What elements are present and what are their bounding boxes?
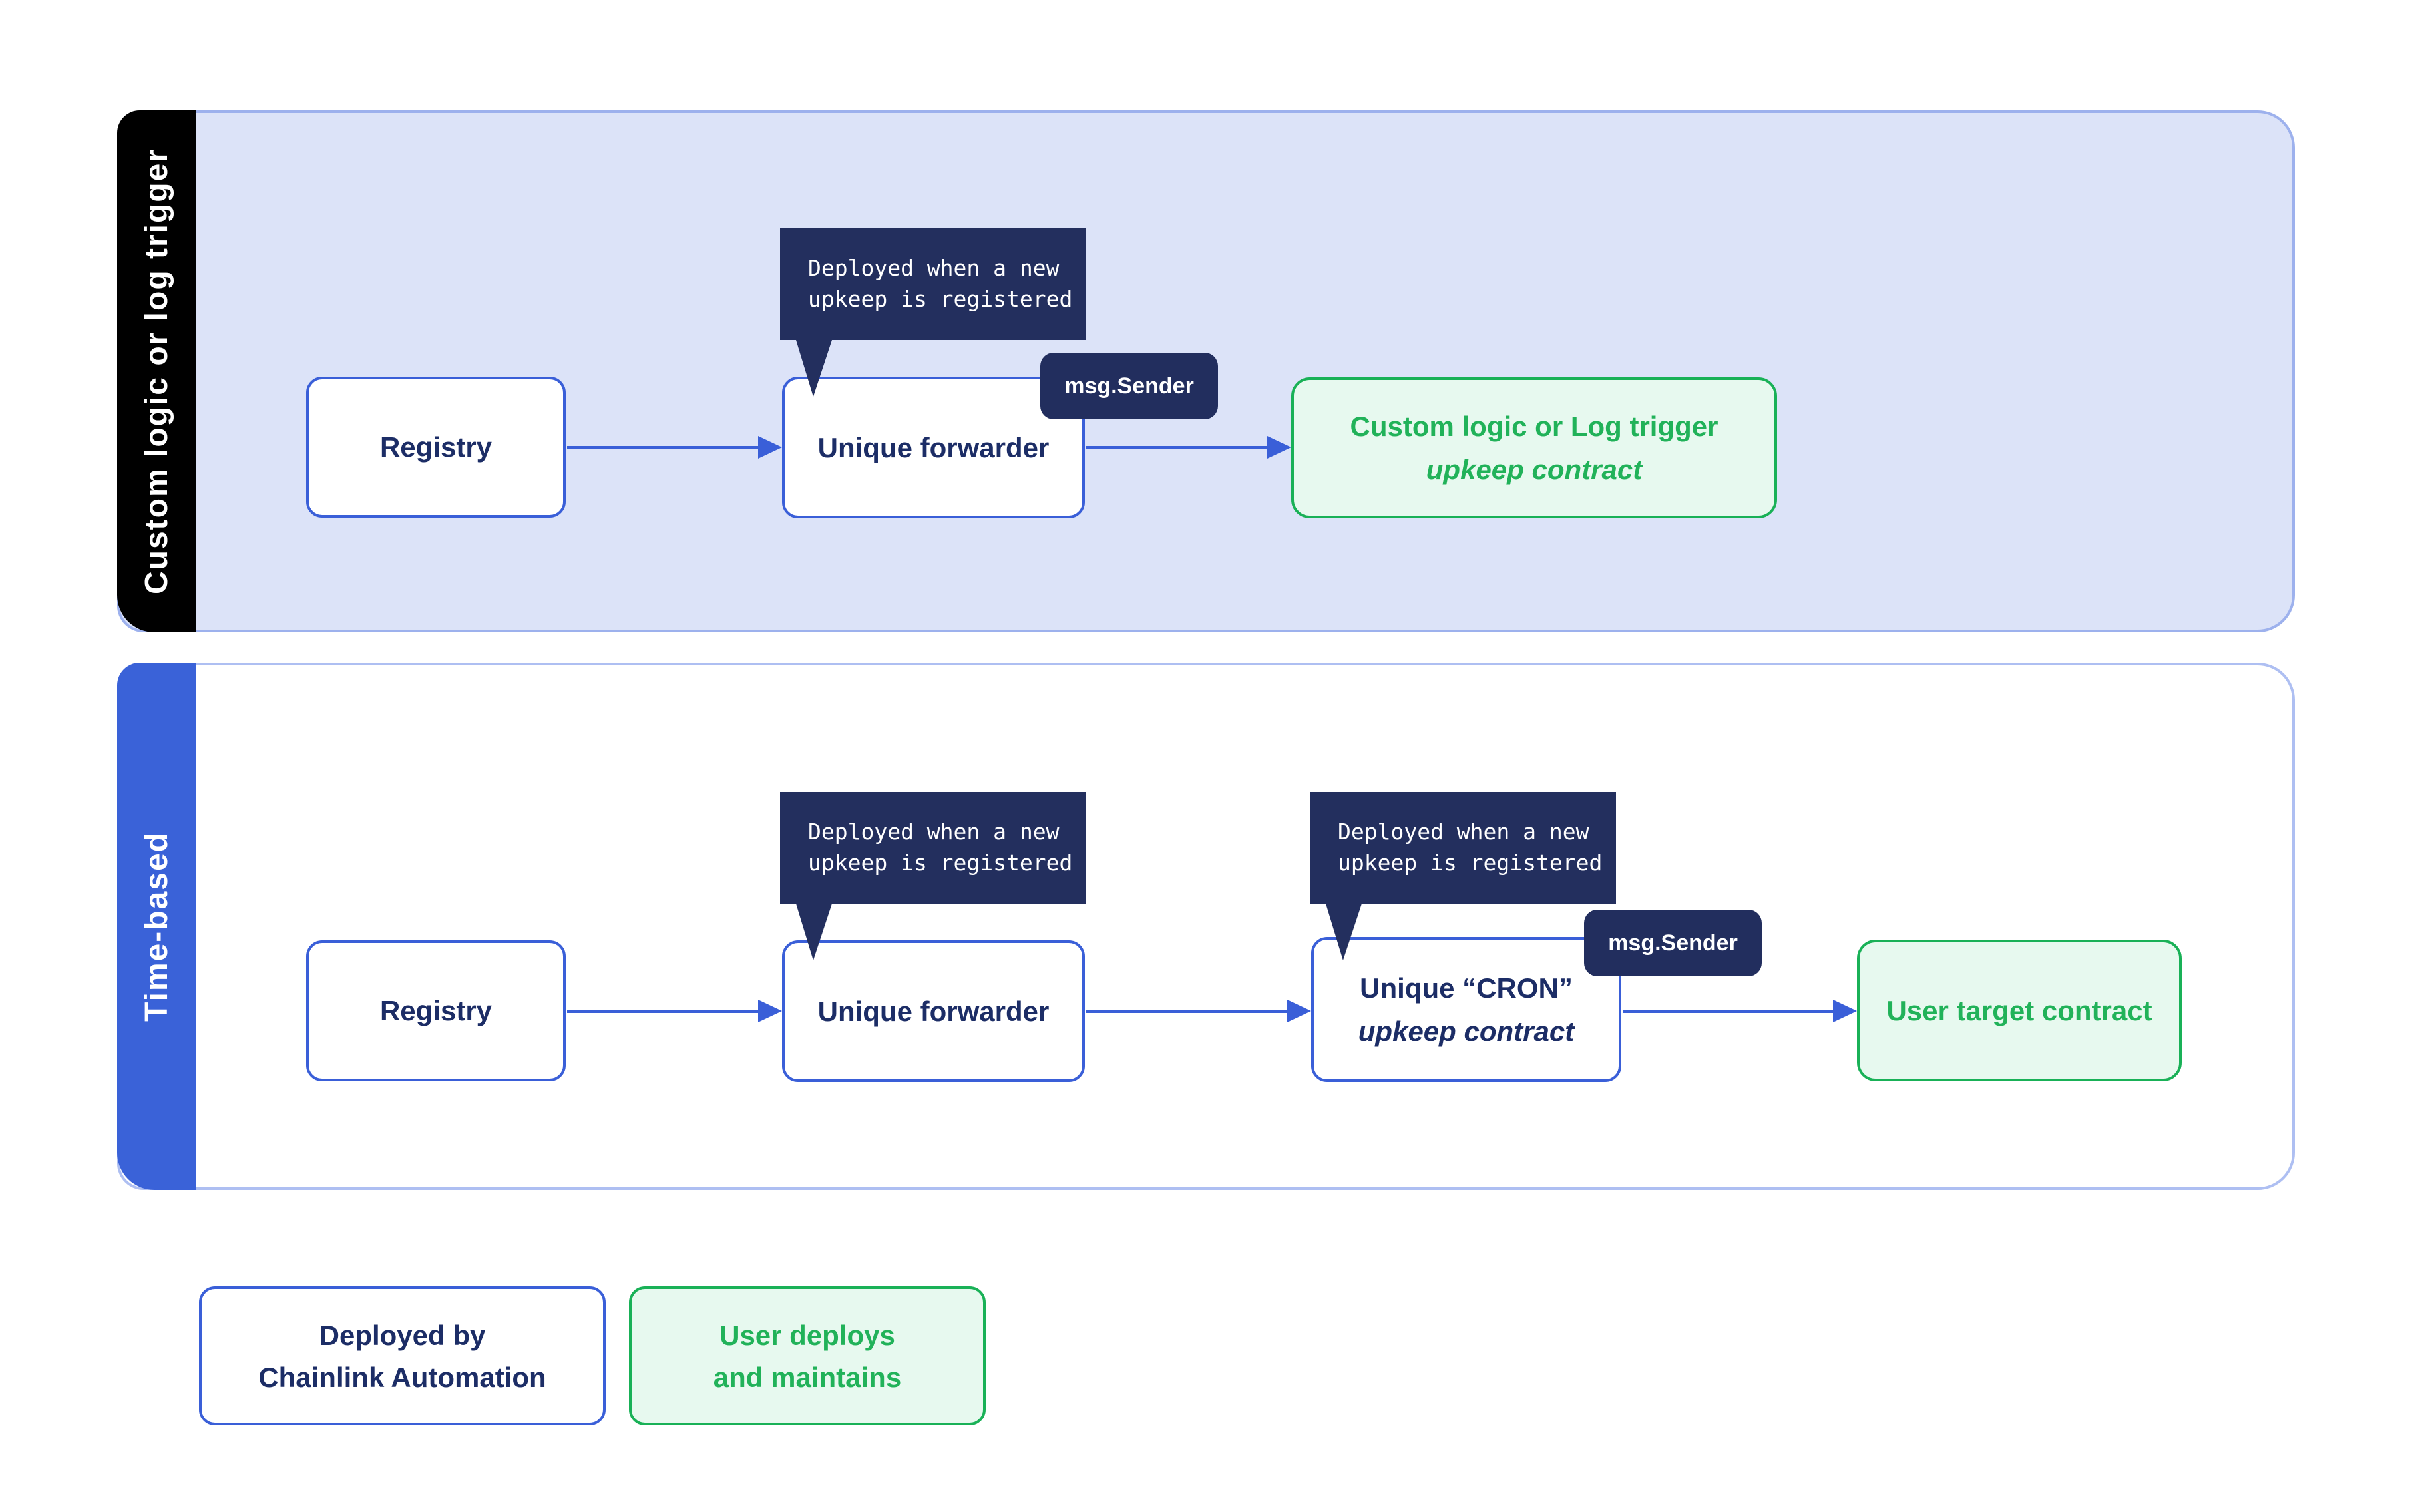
node-cron-upkeep-line-1: Unique “CRON” xyxy=(1360,972,1573,1004)
tooltip-line-2: upkeep is registered xyxy=(808,850,1073,876)
arrow-shaft xyxy=(1623,1009,1833,1013)
arrowhead-right-icon xyxy=(1287,1000,1311,1022)
node-registry-custom-label: Registry xyxy=(379,431,493,463)
badge-msg-sender-custom-label: msg.Sender xyxy=(1064,373,1194,399)
node-registry-time-label: Registry xyxy=(379,995,493,1026)
tooltip-line-1: Deployed when a new xyxy=(1338,819,1589,845)
arrowhead-right-icon xyxy=(1833,1000,1857,1022)
tooltip-line-2: upkeep is registered xyxy=(1338,850,1603,876)
node-unique-forwarder-custom: Unique forwarder xyxy=(782,377,1085,518)
tooltip-line-1: Deployed when a new xyxy=(808,255,1060,281)
badge-msg-sender-custom: msg.Sender xyxy=(1040,353,1218,419)
arrowhead-right-icon xyxy=(1267,436,1291,459)
badge-msg-sender-time-label: msg.Sender xyxy=(1608,930,1738,956)
node-registry-time: Registry xyxy=(306,940,566,1081)
lane-custom-logic-tab: Custom logic or log trigger xyxy=(117,110,196,632)
node-unique-forwarder-custom-label: Unique forwarder xyxy=(817,431,1050,463)
legend-user-deploys-maintains: User deploys and maintains xyxy=(629,1286,986,1425)
node-user-target-contract: User target contract xyxy=(1857,940,2182,1081)
node-unique-forwarder-time: Unique forwarder xyxy=(782,940,1085,1082)
legend-user-line-2: and maintains xyxy=(713,1361,902,1393)
arrow-shaft xyxy=(1086,445,1267,449)
tooltip-deployed-forwarder-custom: Deployed when a new upkeep is registered xyxy=(780,228,1086,397)
arrow-shaft xyxy=(567,1009,758,1013)
arrow-registry-to-forwarder-time xyxy=(567,1000,782,1022)
lane-time-based-label: Time-based xyxy=(138,831,174,1022)
arrowhead-right-icon xyxy=(758,1000,782,1022)
tooltip-deployed-forwarder-time: Deployed when a new upkeep is registered xyxy=(780,792,1086,960)
node-upkeep-contract-line-2: upkeep contract xyxy=(1426,454,1643,485)
legend-chainlink-line-2: Chainlink Automation xyxy=(258,1361,546,1393)
arrow-forwarder-to-upkeep-custom xyxy=(1086,436,1291,459)
node-cron-upkeep-contract: Unique “CRON” upkeep contract xyxy=(1311,937,1621,1082)
tooltip-line-1: Deployed when a new xyxy=(808,819,1060,845)
node-user-target-contract-label: User target contract xyxy=(1886,994,2152,1026)
legend-deployed-by-chainlink: Deployed by Chainlink Automation xyxy=(199,1286,606,1425)
lane-custom-logic-label: Custom logic or log trigger xyxy=(138,148,174,594)
arrow-forwarder-to-cron-time xyxy=(1086,1000,1311,1022)
legend-user-line-1: User deploys xyxy=(719,1319,895,1351)
node-cron-upkeep-line-2: upkeep contract xyxy=(1358,1016,1575,1047)
arrowhead-right-icon xyxy=(758,436,782,459)
node-upkeep-contract-line-1: Custom logic or Log trigger xyxy=(1350,410,1718,442)
node-unique-forwarder-time-label: Unique forwarder xyxy=(817,995,1050,1027)
legend-chainlink-line-1: Deployed by xyxy=(319,1319,486,1351)
arrow-shaft xyxy=(1086,1009,1287,1013)
node-registry-custom: Registry xyxy=(306,377,566,518)
lane-time-based-tab: Time-based xyxy=(117,663,196,1190)
arrow-registry-to-forwarder-custom xyxy=(567,436,782,459)
tooltip-line-2: upkeep is registered xyxy=(808,286,1073,312)
arrow-shaft xyxy=(567,445,758,449)
arrow-cron-to-target-time xyxy=(1623,1000,1857,1022)
tooltip-deployed-cron-time: Deployed when a new upkeep is registered xyxy=(1310,792,1616,960)
lane-time-based-panel xyxy=(117,663,2295,1190)
node-custom-logic-upkeep-contract: Custom logic or Log trigger upkeep contr… xyxy=(1291,377,1777,518)
badge-msg-sender-time: msg.Sender xyxy=(1584,910,1762,976)
